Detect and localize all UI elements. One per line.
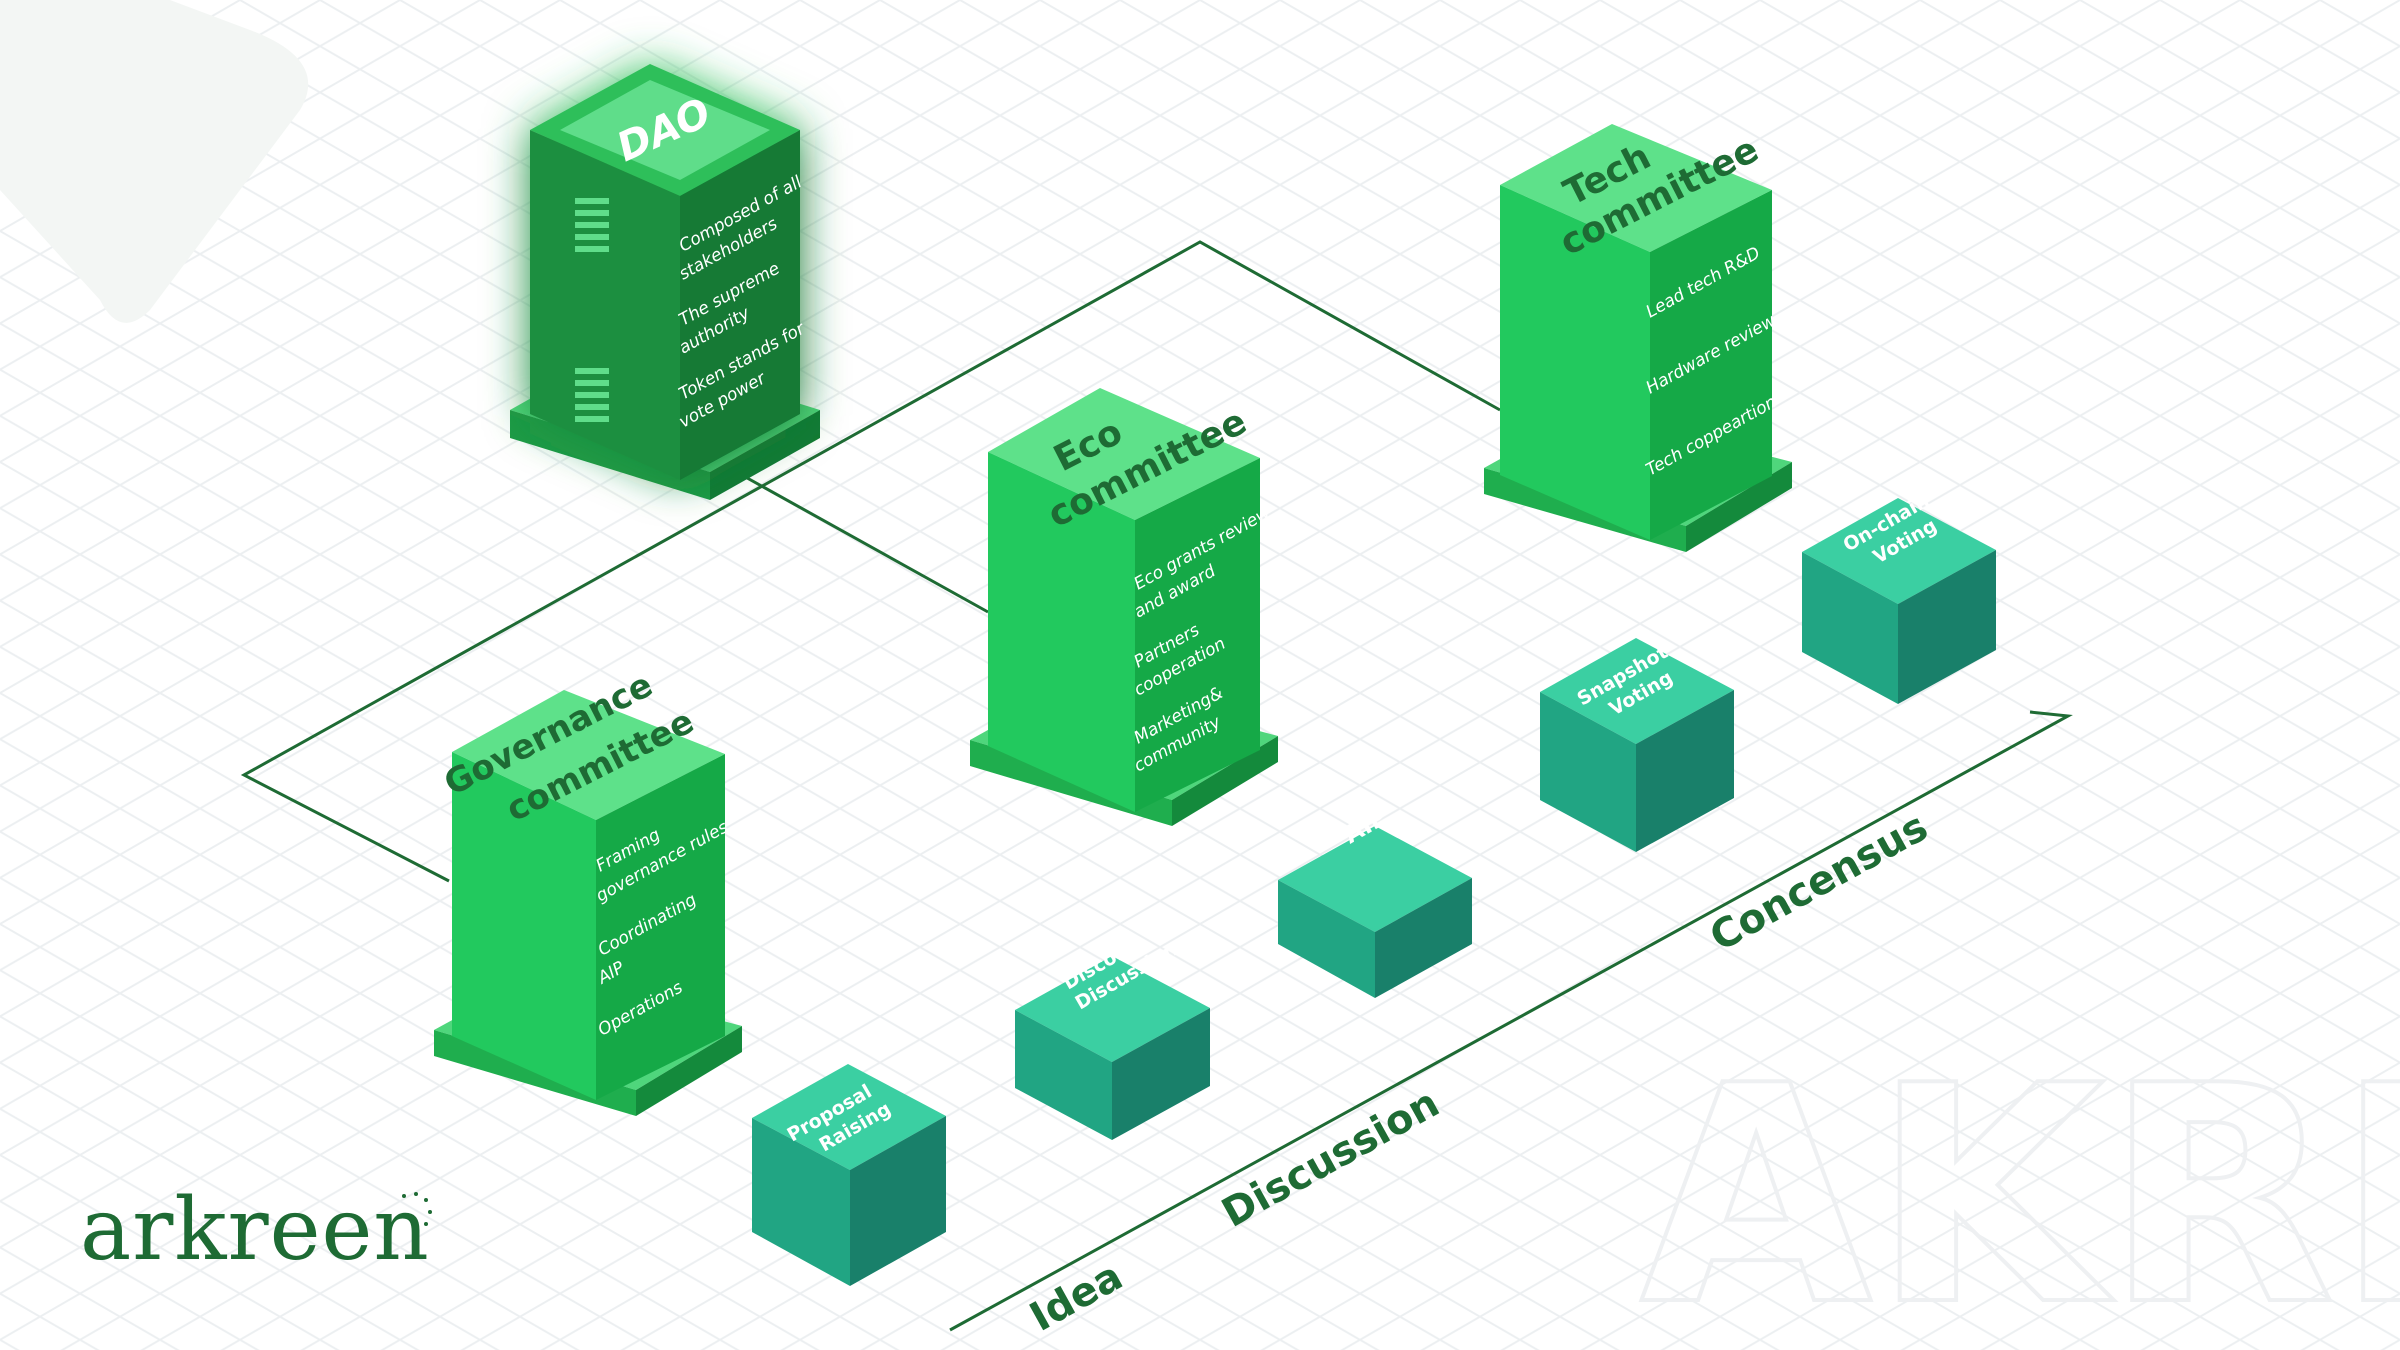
eco-right-face bbox=[1135, 458, 1260, 812]
governance-committee-tower: Governance committee Framing governance … bbox=[434, 665, 742, 1116]
eco-top bbox=[988, 388, 1260, 520]
lightning-decoration bbox=[0, 0, 309, 323]
step-cube-proposal: Proposal Raising bbox=[752, 1064, 946, 1286]
arkreen-logo: arkreen bbox=[80, 1180, 430, 1280]
timeline-arrow bbox=[949, 710, 2073, 1332]
logo-sparkle-icon bbox=[402, 1192, 432, 1226]
step-cube-aip: AIP bbox=[1278, 802, 1472, 998]
watermark-text: AKRE. bbox=[1640, 1022, 2400, 1350]
dao-right-face bbox=[680, 130, 800, 480]
dao-tower: DAO Composed of all stakeholders The sup… bbox=[510, 64, 820, 500]
connector-governance-tech bbox=[240, 240, 1501, 883]
tech-top bbox=[1500, 124, 1772, 252]
dao-left-face bbox=[530, 130, 680, 480]
tech-right-face bbox=[1650, 190, 1772, 540]
governance-left-face bbox=[452, 752, 596, 1100]
governance-right-face bbox=[596, 754, 725, 1100]
step-cube-discord: Discord Discussion bbox=[1015, 935, 1210, 1140]
governance-top bbox=[452, 690, 725, 820]
eco-committee-tower: Eco committee Eco grants review and awar… bbox=[970, 388, 1278, 826]
step-cube-snapshot: Snapshot Voting bbox=[1540, 638, 1734, 852]
eco-left-face bbox=[988, 452, 1135, 812]
dao-vent-icon bbox=[575, 198, 609, 422]
tech-committee-tower: Tech committee Lead tech R&D Hardware re… bbox=[1484, 124, 1792, 552]
connector-dao-eco bbox=[739, 472, 989, 614]
tech-left-face bbox=[1500, 185, 1650, 540]
connector-lines bbox=[240, 240, 1501, 883]
